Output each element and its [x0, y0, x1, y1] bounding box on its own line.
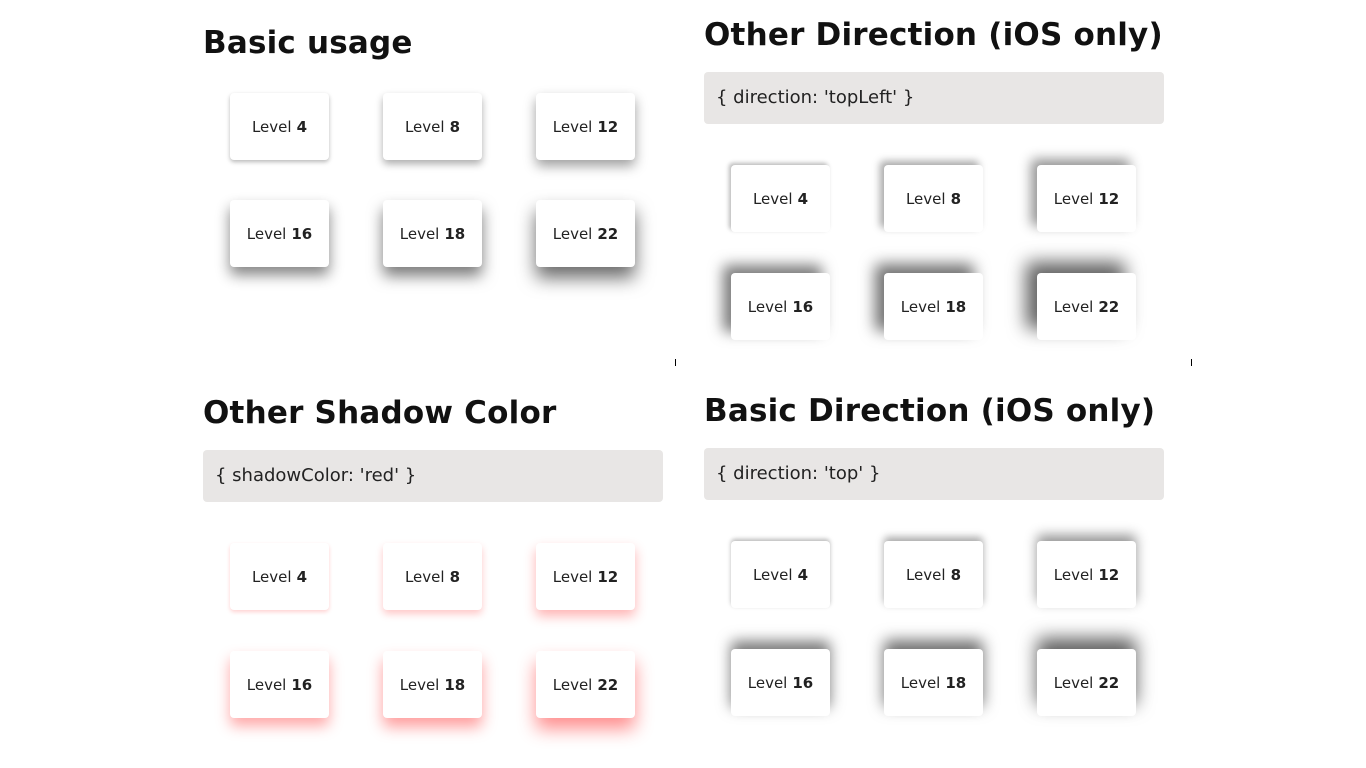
- code-snippet: { direction: 'top' }: [704, 448, 1164, 500]
- card-label: Level: [1053, 565, 1094, 584]
- panel-basic-direction: Basic Direction (iOS only) { direction: …: [704, 380, 1164, 768]
- card-label: Level: [246, 675, 287, 694]
- card-level-value: 4: [296, 117, 308, 136]
- card-label: Level: [399, 675, 440, 694]
- card-level-value: 12: [597, 567, 619, 586]
- card-label: Level: [251, 117, 292, 136]
- card-level-value: 22: [1098, 673, 1120, 692]
- panel-title: Other Shadow Color: [203, 395, 557, 431]
- card-label: Level: [900, 673, 941, 692]
- card-label: Level: [900, 297, 941, 316]
- code-snippet: { direction: 'topLeft' }: [704, 72, 1164, 124]
- card-label: Level: [1053, 297, 1094, 316]
- card-label: Level: [1053, 189, 1094, 208]
- card-label: Level: [552, 117, 593, 136]
- panel-other-shadow-color: Other Shadow Color { shadowColor: 'red' …: [203, 380, 663, 768]
- panel-title: Basic Direction (iOS only): [704, 393, 1156, 429]
- card-level-value: 8: [449, 117, 461, 136]
- card-level-value: 12: [1098, 565, 1120, 584]
- card-level-value: 22: [597, 224, 619, 243]
- card-level-value: 18: [945, 297, 967, 316]
- card-label: Level: [399, 224, 440, 243]
- card-level-value: 8: [950, 565, 962, 584]
- card-label: Level: [552, 224, 593, 243]
- corner-tick-right: [1191, 359, 1192, 366]
- card-level-value: 16: [792, 673, 814, 692]
- card-label: Level: [246, 224, 287, 243]
- card-label: Level: [752, 565, 793, 584]
- card-label: Level: [552, 567, 593, 586]
- card-label: Level: [404, 567, 445, 586]
- card-label: Level: [251, 567, 292, 586]
- panel-title: Other Direction (iOS only): [704, 17, 1163, 53]
- card-level-value: 22: [1098, 297, 1120, 316]
- card-level-value: 16: [291, 224, 313, 243]
- card-label: Level: [752, 189, 793, 208]
- card-level-value: 4: [797, 565, 809, 584]
- card-label: Level: [905, 189, 946, 208]
- card-level-value: 18: [444, 675, 466, 694]
- panel-other-direction: Other Direction (iOS only) { direction: …: [704, 0, 1164, 380]
- card-level-value: 22: [597, 675, 619, 694]
- card-label: Level: [747, 297, 788, 316]
- card-level-value: 18: [444, 224, 466, 243]
- card-level-value: 8: [449, 567, 461, 586]
- card-level-value: 12: [1098, 189, 1120, 208]
- card-level-value: 4: [296, 567, 308, 586]
- card-level-value: 4: [797, 189, 809, 208]
- card-level-value: 16: [792, 297, 814, 316]
- card-label: Level: [404, 117, 445, 136]
- card-label: Level: [747, 673, 788, 692]
- card-label: Level: [905, 565, 946, 584]
- corner-tick-left: [675, 359, 676, 366]
- panel-title: Basic usage: [203, 25, 413, 61]
- card-label: Level: [1053, 673, 1094, 692]
- card-label: Level: [552, 675, 593, 694]
- code-snippet: { shadowColor: 'red' }: [203, 450, 663, 502]
- card-level-value: 8: [950, 189, 962, 208]
- card-level-value: 16: [291, 675, 313, 694]
- card-level-value: 18: [945, 673, 967, 692]
- card-level-value: 12: [597, 117, 619, 136]
